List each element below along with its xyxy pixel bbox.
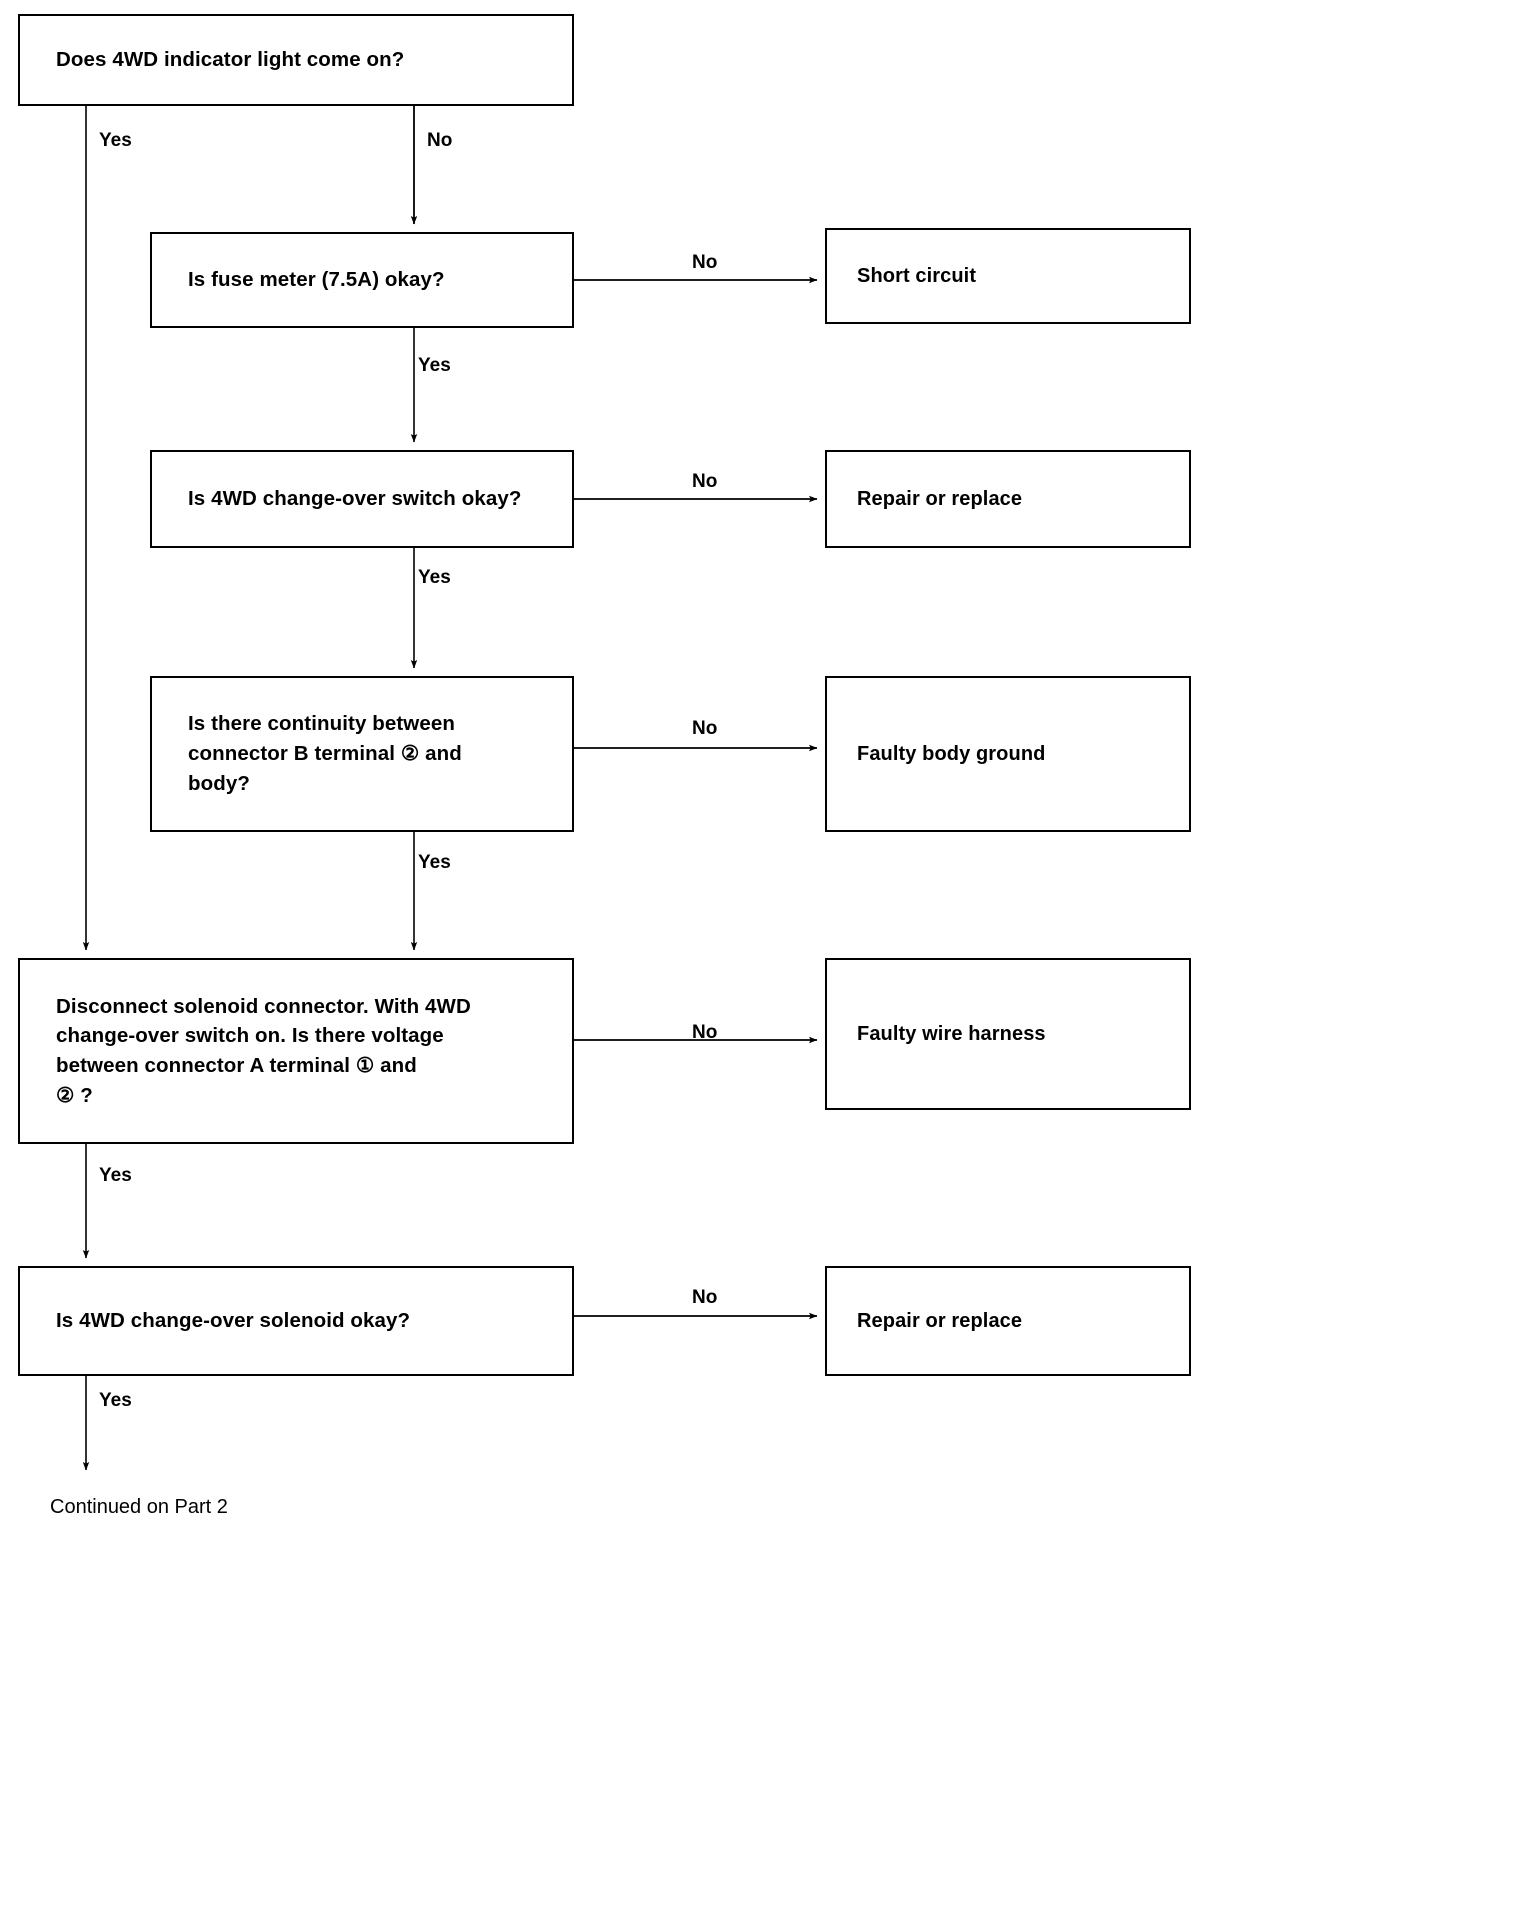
decision-box-changeover-solenoid[interactable]: Is 4WD change-over solenoid okay? xyxy=(18,1266,574,1376)
outcome-box-repair-or-replace-switch-label: Repair or replace xyxy=(857,487,1023,510)
edge-label-q1-yes: Yes xyxy=(99,130,132,151)
edge-label-q5-no: No xyxy=(692,1022,718,1043)
edge-label-q4-no: No xyxy=(692,718,718,739)
decision-box-fuse-meter-label: Is fuse meter (7.5A) okay? xyxy=(188,268,445,292)
outcome-box-faulty-body-ground-label: Faulty body ground xyxy=(857,742,1046,765)
edge-label-q3-no: No xyxy=(692,471,718,492)
decision-box-continuity-connector-b[interactable]: Is there continuity between connector B … xyxy=(150,676,574,832)
decision-box-continuity-connector-b-label: Is there continuity between connector B … xyxy=(188,712,462,795)
decision-box-solenoid-voltage[interactable]: Disconnect solenoid connector. With 4WD … xyxy=(18,958,574,1144)
edge-label-q4-yes: Yes xyxy=(418,852,451,873)
outcome-box-faulty-body-ground[interactable]: Faulty body ground xyxy=(825,676,1191,832)
decision-box-indicator-light[interactable]: Does 4WD indicator light come on? xyxy=(18,14,574,106)
decision-box-changeover-solenoid-label: Is 4WD change-over solenoid okay? xyxy=(56,1309,411,1333)
edge-label-q1-no: No xyxy=(427,130,453,151)
decision-box-solenoid-voltage-label: Disconnect solenoid connector. With 4WD … xyxy=(56,994,471,1107)
edge-label-q6-no: No xyxy=(692,1287,718,1308)
decision-box-indicator-light-label: Does 4WD indicator light come on? xyxy=(56,48,405,72)
edge-label-q2-no: No xyxy=(692,252,718,273)
continued-note: Continued on Part 2 xyxy=(50,1496,228,1518)
outcome-box-short-circuit[interactable]: Short circuit xyxy=(825,228,1191,324)
decision-box-changeover-switch[interactable]: Is 4WD change-over switch okay? xyxy=(150,450,574,548)
decision-box-changeover-switch-label: Is 4WD change-over switch okay? xyxy=(188,487,522,511)
outcome-box-faulty-wire-harness[interactable]: Faulty wire harness xyxy=(825,958,1191,1110)
outcome-box-repair-or-replace-solenoid[interactable]: Repair or replace xyxy=(825,1266,1191,1376)
edge-label-q5-yes: Yes xyxy=(99,1165,132,1186)
edge-label-q2-yes: Yes xyxy=(418,355,451,376)
outcome-box-repair-or-replace-solenoid-label: Repair or replace xyxy=(857,1309,1023,1332)
outcome-box-faulty-wire-harness-label: Faulty wire harness xyxy=(857,1022,1046,1045)
edge-label-q6-yes: Yes xyxy=(99,1390,132,1411)
edge-label-q3-yes: Yes xyxy=(418,567,451,588)
decision-box-fuse-meter[interactable]: Is fuse meter (7.5A) okay? xyxy=(150,232,574,328)
outcome-box-repair-or-replace-switch[interactable]: Repair or replace xyxy=(825,450,1191,548)
outcome-box-short-circuit-label: Short circuit xyxy=(857,264,977,287)
